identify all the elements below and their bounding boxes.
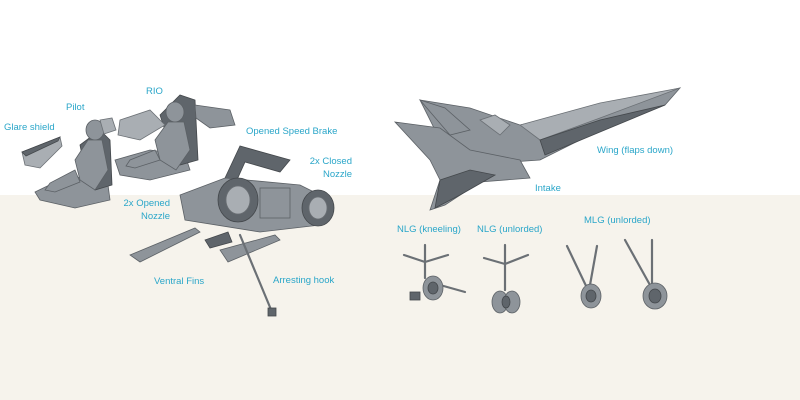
speed-brake-part [224,145,291,183]
glare-shield-part [21,136,63,169]
closed-nozzle-label-line1: 2x Closed [309,156,352,167]
engine-nozzles-part [179,177,335,233]
glare-shield-label: Glare shield [4,122,55,133]
pilot-label: Pilot [66,102,85,113]
ventral-fins-part [129,227,281,263]
mlg-left-part [565,244,602,309]
mlg-unlorded-label: MLG (unlorded) [584,215,651,226]
nlg-kneeling-part [402,243,467,301]
arresting-hook-label: Arresting hook [273,275,335,286]
rio-seat-part [114,94,236,181]
ventral-fins-label: Ventral Fins [154,276,205,287]
pilot-seat-part [34,117,117,209]
opened-nozzle-label-line1: 2x Opened [123,198,170,209]
intake-label: Intake [535,183,561,194]
arresting-hook-part [238,233,277,317]
rio-label: RIO [146,86,163,97]
wing-flaps-down-label: Wing (flaps down) [597,145,674,156]
mlg-right-part [623,238,668,310]
opened-nozzle-label-line2: Nozzle [140,211,170,222]
nlg-unlorded-label: NLG (unlorded) [477,224,543,235]
intake-part [393,114,531,211]
nlg-kneeling-label: NLG (kneeling) [397,224,461,235]
closed-nozzle-label-line2: Nozzle [322,169,352,180]
nlg-unlorded-part [482,243,530,314]
opened-speed-brake-label: Opened Speed Brake [246,126,338,137]
